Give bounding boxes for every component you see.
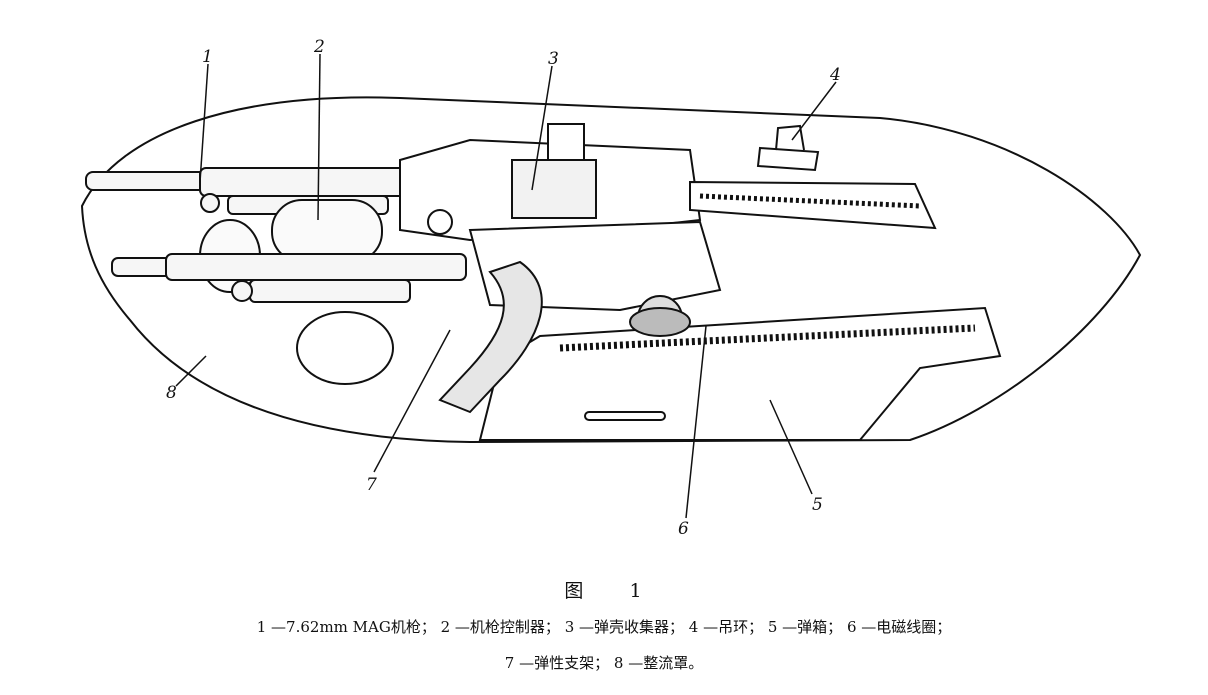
- legend-line-2: 7 —弹性支架； 8 —整流罩。: [0, 652, 1208, 673]
- legend-text-1: 1 —7.62mm MAG机枪； 2 —机枪控制器； 3 —弹壳收集器； 4 —…: [256, 618, 952, 636]
- lower-machine-gun: [111, 253, 467, 303]
- callout-5: 5: [812, 495, 823, 515]
- legend-text-2: 7 —弹性支架； 8 —整流罩。: [504, 654, 704, 672]
- receiver-block: [399, 123, 722, 341]
- callout-8: 8: [166, 383, 177, 403]
- callout-1: 1: [202, 47, 213, 67]
- legend-line-1: 1 —7.62mm MAG机枪； 2 —机枪控制器； 3 —弹壳收集器； 4 —…: [0, 616, 1208, 637]
- lower-housing: [296, 311, 394, 385]
- figure-caption: 图 1: [0, 576, 1208, 603]
- callout-3: 3: [548, 49, 559, 69]
- flexible-belt-support: [438, 260, 543, 414]
- callout-2: 2: [313, 37, 325, 57]
- caption-prefix: 图: [564, 580, 586, 602]
- caption-number: 1: [629, 580, 644, 602]
- callout-4: 4: [829, 65, 841, 85]
- fairing-outline: [80, 96, 1142, 444]
- callout-6: 6: [678, 519, 689, 539]
- ammo-box: [478, 306, 1002, 441]
- solenoid-coil: [629, 307, 691, 337]
- leader-lines: [175, 53, 837, 519]
- callout-7: 7: [366, 475, 377, 495]
- upper-ammo-channel: [689, 180, 937, 230]
- gun-pod-diagram: 1 2 3 4 5 6 7 8: [80, 37, 1142, 539]
- lifting-lug: [756, 124, 820, 172]
